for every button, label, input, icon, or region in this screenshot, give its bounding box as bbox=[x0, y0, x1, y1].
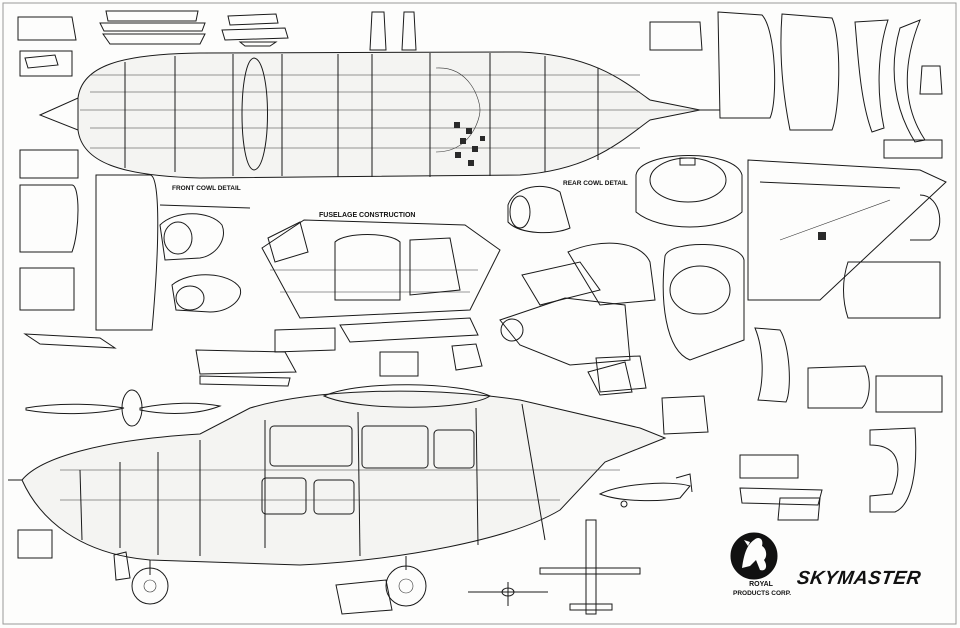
propeller-drawing bbox=[25, 389, 222, 427]
rear-cowl-detail-title: REAR COWL DETAIL bbox=[563, 180, 628, 187]
tail-boom-section bbox=[662, 159, 947, 361]
lower-center-parts bbox=[17, 343, 709, 615]
maker-subtitle: PRODUCTS CORP. bbox=[732, 590, 792, 597]
top-left-parts bbox=[17, 10, 417, 77]
rear-cowl-detail bbox=[499, 185, 656, 396]
fuselage-side-view bbox=[8, 384, 667, 607]
left-side-parts bbox=[19, 149, 159, 349]
front-cowl-detail-title: FRONT COWL DETAIL bbox=[172, 185, 241, 192]
fuselage-top-view bbox=[38, 51, 720, 179]
fuselage-construction bbox=[261, 219, 501, 353]
royal-lion-logo-icon bbox=[730, 532, 778, 580]
top-right-parts bbox=[649, 11, 943, 159]
model-name: SKYMASTER bbox=[795, 568, 923, 589]
maker-name: ROYAL bbox=[749, 581, 773, 588]
cowl-ring-detail bbox=[635, 155, 743, 228]
small-three-view bbox=[468, 473, 693, 615]
front-cowl-detail bbox=[159, 204, 251, 313]
right-lower-parts bbox=[739, 327, 943, 521]
fuselage-construction-title: FUSELAGE CONSTRUCTION bbox=[319, 212, 416, 219]
